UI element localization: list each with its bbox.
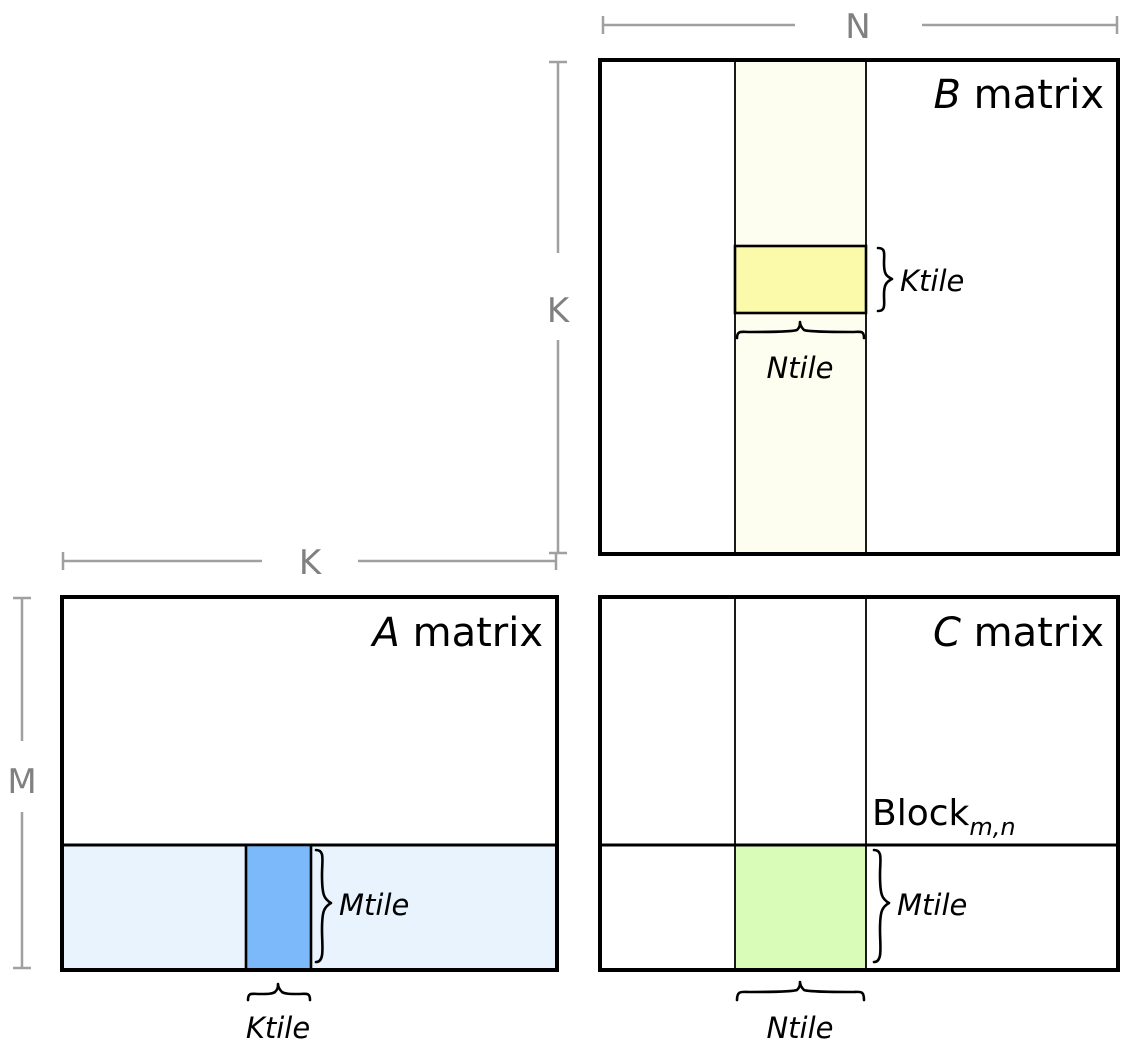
dimension-line-m-top	[13, 596, 31, 741]
brace-c-ntile-label: Ntile	[766, 1011, 833, 1045]
brace-b-ktile: Ktile	[876, 246, 964, 313]
dimension-marker-k-horizontal: K	[61, 543, 558, 583]
matrix-c-label-italic: C	[933, 610, 961, 656]
brace-a-mtile-label: Mtile	[339, 888, 409, 922]
brace-c-ntile: Ntile	[735, 980, 866, 1045]
matrix-c-block-label: Blockm,n	[872, 793, 1016, 841]
brace-a-ktile-label: Ktile	[246, 1011, 310, 1045]
matrix-a-tile	[244, 843, 313, 972]
matrix-a-outline	[60, 595, 559, 972]
matrix-c: C matrix Blockm,n	[598, 595, 1120, 972]
matrix-c-label: C matrix	[933, 610, 1104, 656]
dimension-label-n: N	[845, 7, 870, 47]
matrix-c-label-rest: matrix	[961, 610, 1104, 656]
matrix-b-outline	[598, 58, 1120, 556]
brace-a-ktile-shape	[246, 982, 312, 1002]
matrix-a-label: A matrix	[370, 610, 543, 656]
matrix-a-label-rest: matrix	[400, 610, 543, 656]
dimension-line-k-vertical-top	[549, 60, 567, 253]
brace-c-ntile-shape	[735, 980, 866, 1002]
brace-b-ntile: Ntile	[735, 320, 866, 385]
brace-b-ntile-shape	[735, 320, 866, 340]
dimension-line-m-bottom	[13, 812, 31, 970]
dimension-marker-k-vertical: K	[547, 60, 571, 555]
matrix-a-label-italic: A	[370, 610, 400, 656]
matrix-b-tile	[733, 244, 868, 315]
dimension-label-k-horizontal: K	[299, 543, 323, 583]
dimension-line-k-horizontal-left	[61, 552, 262, 570]
matrix-c-outline	[598, 595, 1120, 972]
dimension-marker-m: M	[7, 596, 37, 970]
brace-c-mtile-shape	[872, 848, 891, 964]
matrix-b: B matrix	[598, 58, 1120, 556]
matrix-c-tile	[735, 845, 866, 970]
matrix-b-label-italic: B	[933, 72, 960, 118]
brace-c-mtile: Mtile	[872, 848, 967, 964]
dimension-line-n-right	[922, 16, 1119, 34]
brace-c-mtile-label: Mtile	[897, 888, 967, 922]
matrix-c-block-label-text: Block	[872, 793, 970, 834]
brace-b-ktile-shape	[876, 246, 894, 313]
brace-b-ntile-label: Ntile	[766, 351, 833, 385]
brace-a-mtile: Mtile	[314, 848, 409, 964]
brace-b-ktile-label: Ktile	[900, 264, 964, 298]
dimension-marker-n: N	[601, 7, 1119, 47]
dimension-label-k-vertical: K	[547, 291, 571, 331]
matrix-b-label-rest: matrix	[961, 72, 1104, 118]
brace-a-mtile-shape	[314, 848, 333, 964]
matrix-b-label: B matrix	[933, 72, 1104, 118]
dimension-line-k-vertical-bottom	[549, 340, 567, 555]
dimension-line-k-horizontal-right	[358, 552, 558, 570]
dimension-line-n-left	[601, 16, 795, 34]
matrix-c-block-subscript: m,n	[969, 813, 1015, 841]
matrix-a: A matrix	[60, 595, 559, 972]
dimension-label-m: M	[7, 762, 36, 802]
brace-a-ktile: Ktile	[246, 982, 312, 1045]
